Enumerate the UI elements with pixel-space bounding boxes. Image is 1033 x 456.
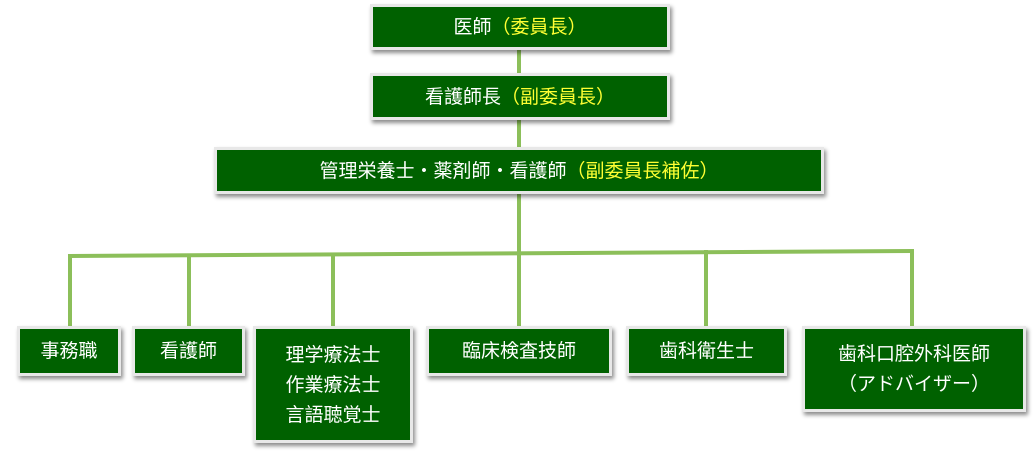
node-nurse: 看護師 bbox=[132, 326, 245, 376]
node-therapists-line-3: 言語聴覚士 bbox=[285, 403, 381, 426]
node-therapists: 理学療法士 作業療法士 言語聴覚士 bbox=[253, 326, 413, 443]
node-oral-surgeon-line-2: （アドバイザー） bbox=[837, 373, 990, 395]
node-lab-technician-line-1: 臨床検査技師 bbox=[461, 340, 576, 362]
node-vice-chair-role: （副委員長） bbox=[501, 85, 616, 108]
node-office-staff-line-1: 事務職 bbox=[40, 340, 98, 362]
node-chair-name: 医師 bbox=[453, 16, 492, 38]
node-oral-surgeon-line-1: 歯科口腔外科医師 bbox=[837, 343, 990, 365]
node-vice-chair-assistants: 管理栄養士・薬剤師・看護師（副委員長補佐） bbox=[214, 147, 824, 194]
connector-horizontal-bus bbox=[67, 248, 915, 259]
node-assistants-name: 管理栄養士・薬剤師・看護師 bbox=[319, 159, 567, 182]
node-oral-surgeon: 歯科口腔外科医師 （アドバイザー） bbox=[802, 326, 1026, 412]
node-chair-role: （委員長） bbox=[491, 16, 587, 38]
node-therapists-line-2: 作業療法士 bbox=[285, 373, 381, 396]
node-office-staff: 事務職 bbox=[17, 326, 121, 376]
node-vice-chair-name: 看護師長 bbox=[424, 85, 501, 108]
node-dental-hygienist: 歯科衛生士 bbox=[626, 326, 787, 376]
node-assistants-role: （副委員長補佐） bbox=[566, 159, 719, 182]
node-lab-technician: 臨床検査技師 bbox=[426, 326, 612, 376]
node-chair: 医師（委員長） bbox=[370, 4, 670, 50]
node-vice-chair: 看護師長（副委員長） bbox=[370, 73, 670, 120]
node-therapists-line-1: 理学療法士 bbox=[285, 343, 381, 366]
node-nurse-line-1: 看護師 bbox=[159, 340, 217, 362]
node-dental-hygienist-line-1: 歯科衛生士 bbox=[658, 340, 754, 362]
